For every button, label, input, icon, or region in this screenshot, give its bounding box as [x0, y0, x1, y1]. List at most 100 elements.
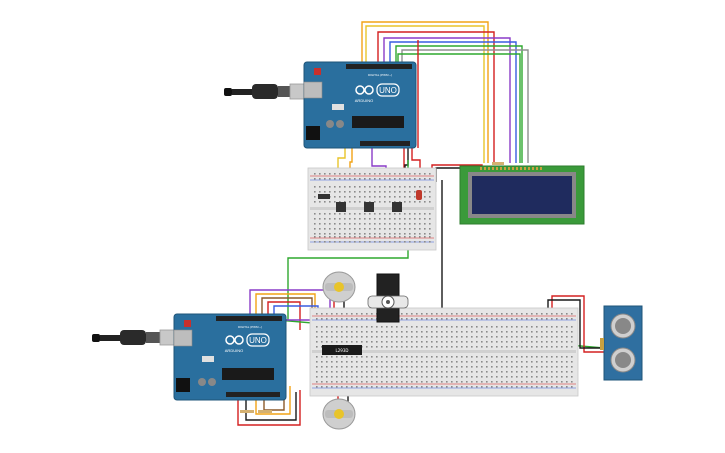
- wire-blue-top-lcd[interactable]: [389, 41, 517, 163]
- breadboard-hole: [359, 236, 361, 238]
- breadboard-hole: [321, 313, 323, 315]
- breadboard-hole: [556, 341, 558, 343]
- breadboard-hole: [429, 241, 431, 243]
- breadboard-hole: [371, 386, 373, 388]
- arduino-top-board-name: ARDUINO: [355, 98, 373, 103]
- breadboard-hole: [399, 241, 401, 243]
- breadboard-hole: [466, 318, 468, 320]
- breadboard-hole: [471, 346, 473, 348]
- wire-red-bottom-1[interactable]: [267, 301, 301, 330]
- breadboard-hole: [441, 386, 443, 388]
- arduino-bottom[interactable]: UNO ARDUINO DIGITAL (PWM ~): [173, 313, 287, 401]
- breadboard-hole: [369, 186, 371, 188]
- breadboard-hole: [409, 173, 411, 175]
- arduino-top[interactable]: UNO ARDUINO DIGITAL (PWM ~): [303, 61, 417, 149]
- breadboard-hole: [401, 318, 403, 320]
- wire-gray-top-lcd[interactable]: [401, 49, 529, 163]
- breadboard-hole: [314, 233, 316, 235]
- dc-motor-top[interactable]: [322, 271, 356, 303]
- motor-driver-chip[interactable]: L293D: [322, 345, 362, 355]
- breadboard-hole: [409, 213, 411, 215]
- breadboard-hole: [471, 331, 473, 333]
- dc-motor-bottom[interactable]: [322, 398, 356, 430]
- breadboard-hole: [501, 336, 503, 338]
- breadboard-large[interactable]: [309, 307, 579, 397]
- breadboard-hole: [451, 331, 453, 333]
- breadboard-hole: [416, 336, 418, 338]
- ultrasonic-sensor[interactable]: [600, 305, 643, 381]
- breadboard-hole: [391, 386, 393, 388]
- breadboard-hole: [451, 386, 453, 388]
- breadboard-hole: [424, 236, 426, 238]
- breadboard-hole: [389, 191, 391, 193]
- lcd-pin: [488, 167, 490, 170]
- breadboard-hole: [399, 191, 401, 193]
- push-button-2[interactable]: [364, 202, 374, 212]
- breadboard-hole: [421, 313, 423, 315]
- breadboard-hole: [321, 336, 323, 338]
- breadboard-hole: [401, 371, 403, 373]
- wire-red-bottom-lower[interactable]: [237, 390, 301, 426]
- wire-black-bb-large[interactable]: [441, 180, 452, 313]
- lcd-display[interactable]: [459, 165, 585, 225]
- breadboard-hole: [506, 331, 508, 333]
- breadboard-hole: [369, 218, 371, 220]
- breadboard-hole: [441, 318, 443, 320]
- push-button-1[interactable]: [336, 202, 346, 212]
- wire-purple-top-lcd[interactable]: [383, 37, 511, 163]
- breadboard-hole: [446, 346, 448, 348]
- breadboard-hole: [379, 223, 381, 225]
- breadboard-hole: [374, 191, 376, 193]
- breadboard-hole: [431, 376, 433, 378]
- breadboard-hole: [466, 336, 468, 338]
- breadboard-hole: [546, 386, 548, 388]
- breadboard-hole: [486, 318, 488, 320]
- breadboard-hole: [321, 356, 323, 358]
- breadboard-hole: [431, 371, 433, 373]
- breadboard-hole: [561, 366, 563, 368]
- breadboard-hole: [516, 318, 518, 320]
- breadboard-hole: [379, 218, 381, 220]
- breadboard-hole: [336, 371, 338, 373]
- wire-red-ultrasonic[interactable]: [551, 295, 604, 353]
- breadboard-hole: [334, 191, 336, 193]
- breadboard-hole: [496, 318, 498, 320]
- wire-green2-top-lcd[interactable]: [397, 53, 521, 163]
- breadboard-hole: [381, 356, 383, 358]
- breadboard-hole: [409, 233, 411, 235]
- breadboard-hole: [314, 213, 316, 215]
- led-red[interactable]: [416, 190, 422, 200]
- breadboard-hole: [506, 346, 508, 348]
- wire-orange-top-lcd[interactable]: [361, 21, 489, 163]
- breadboard-small[interactable]: [307, 167, 437, 251]
- breadboard-hole: [351, 361, 353, 363]
- breadboard-hole: [486, 371, 488, 373]
- breadboard-hole: [394, 223, 396, 225]
- breadboard-hole: [414, 178, 416, 180]
- breadboard-hole: [561, 318, 563, 320]
- breadboard-hole: [411, 361, 413, 363]
- arduino-logo-icon: [355, 85, 374, 95]
- breadboard-hole: [501, 313, 503, 315]
- breadboard-hole: [566, 371, 568, 373]
- breadboard-hole: [546, 361, 548, 363]
- wire-black-bottom-lower[interactable]: [245, 392, 297, 421]
- wire-black-ultrasonic[interactable]: [547, 299, 604, 349]
- push-button-3[interactable]: [392, 202, 402, 212]
- breadboard-hole: [344, 223, 346, 225]
- servo-motor[interactable]: [367, 273, 409, 323]
- wire-red-top-lcd[interactable]: [377, 31, 495, 163]
- breadboard-hole: [394, 186, 396, 188]
- breadboard-hole: [371, 381, 373, 383]
- wire-yellow-top-lcd[interactable]: [365, 25, 485, 163]
- breadboard-hole: [424, 186, 426, 188]
- small-switch[interactable]: [318, 194, 330, 199]
- breadboard-hole: [341, 366, 343, 368]
- breadboard-hole: [416, 341, 418, 343]
- breadboard-hole: [384, 241, 386, 243]
- wire-orange-bottom-lower[interactable]: [255, 386, 291, 415]
- breadboard-hole: [346, 326, 348, 328]
- breadboard-hole: [431, 381, 433, 383]
- wire-green-top-lcd[interactable]: [395, 45, 523, 163]
